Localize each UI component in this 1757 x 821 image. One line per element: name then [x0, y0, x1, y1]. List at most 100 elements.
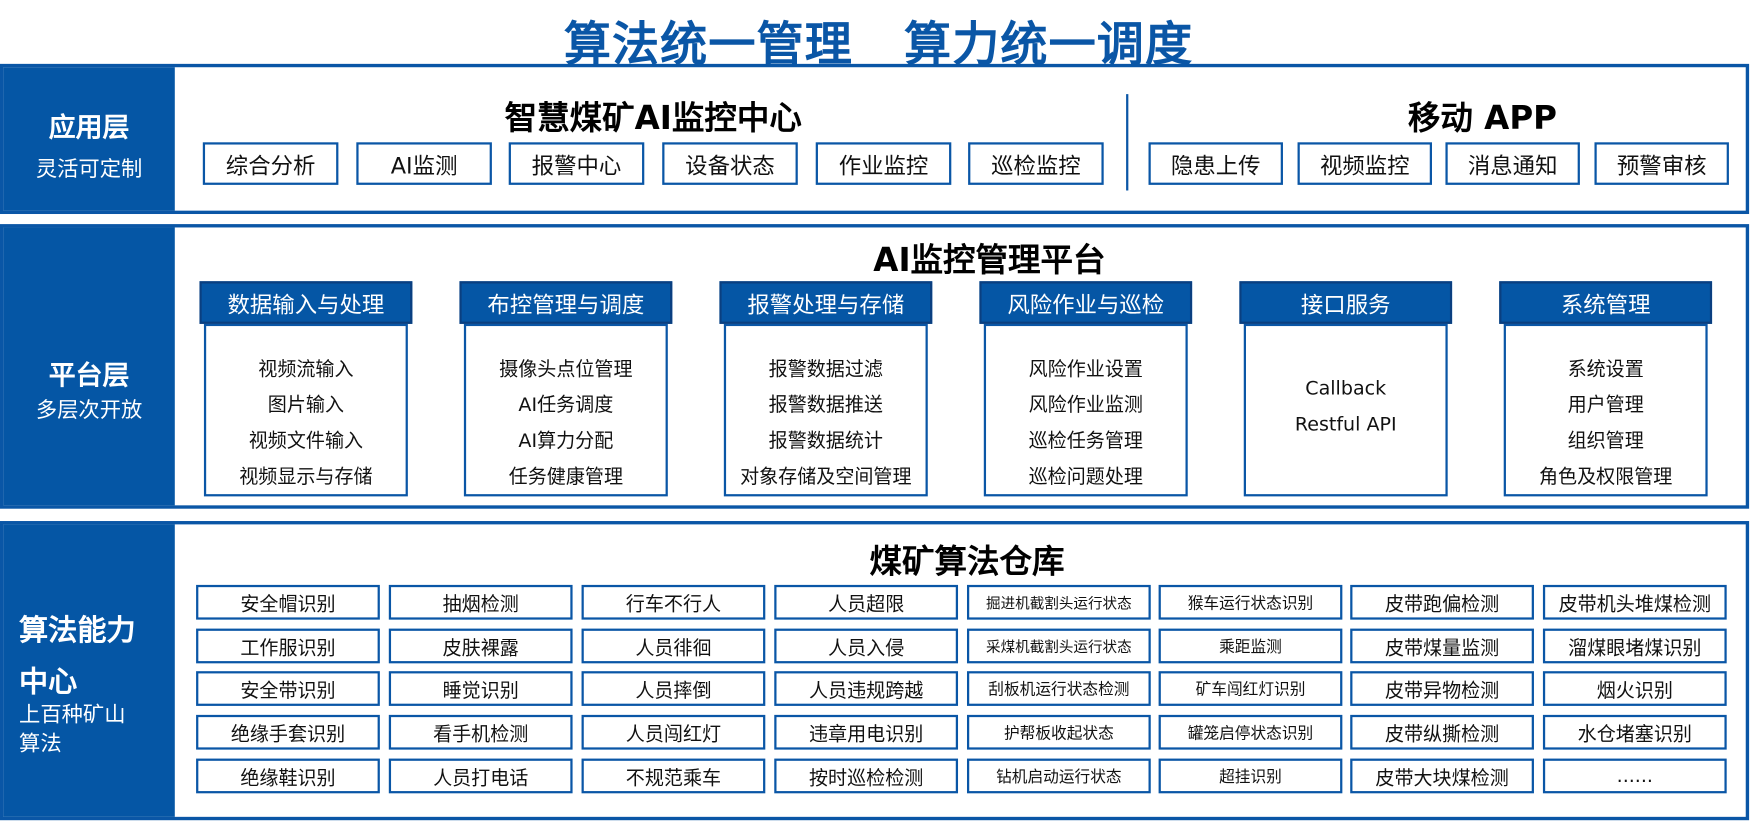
module-header: 报警处理与存储 — [719, 281, 933, 324]
algorithm-layer-sublabel-2: 算法 — [19, 731, 62, 757]
mobile-module-button[interactable]: 隐患上传 — [1148, 142, 1283, 185]
algorithm-cell: 皮肤裸露 — [388, 628, 573, 664]
platform-layer-sublabel: 多层次开放 — [35, 397, 143, 423]
module-item: 对象存储及空间管理 — [740, 466, 912, 489]
algorithm-cell: 皮带机头堆煤检测 — [1542, 584, 1727, 620]
algorithm-cell: 皮带异物检测 — [1350, 671, 1534, 706]
module-header: 数据输入与处理 — [199, 281, 413, 324]
algorithm-cell: 看手机检测 — [388, 714, 573, 750]
algorithm-cell: 钻机启动运行状态 — [966, 758, 1151, 794]
app-layer-sidebar: 应用层 灵活可定制 — [3, 67, 175, 211]
module-box: 视频流输入图片输入视频文件输入视频显示与存储 — [203, 323, 408, 497]
algorithm-cell: 乘距监测 — [1158, 628, 1343, 664]
algorithm-layer-label-1: 算法能力 — [19, 614, 136, 648]
module-item: AI算力分配 — [518, 430, 614, 453]
module-item: 风险作业设置 — [1028, 358, 1143, 381]
algorithm-cell: 皮带煤量监测 — [1350, 628, 1534, 664]
module-item: AI任务调度 — [518, 394, 614, 417]
algorithm-cell: 溜煤眼堵煤识别 — [1542, 628, 1727, 664]
mobile-module-button[interactable]: 消息通知 — [1445, 142, 1580, 185]
algorithm-cell: 行车不行人 — [581, 584, 766, 620]
algorithm-cell: 掘进机截割头运行状态 — [966, 584, 1151, 620]
algorithm-cell: 人员超限 — [774, 584, 959, 620]
app-module-button[interactable]: 报警中心 — [508, 142, 645, 185]
module-box: 摄像头点位管理 AI任务调度 AI算力分配任务健康管理 — [463, 323, 668, 497]
module-item: 巡检任务管理 — [1028, 430, 1143, 453]
app-module-button[interactable]: 设备状态 — [662, 142, 798, 185]
algorithm-cell: 绝缘手套识别 — [196, 714, 380, 750]
module-box: 系统设置用户管理组织管理角色及权限管理 — [1503, 323, 1708, 497]
algorithm-cell: 烟火识别 — [1542, 671, 1727, 706]
module-item: Restful API — [1294, 413, 1397, 436]
app-layer-label: 应用层 — [48, 112, 130, 144]
app-layer-section: 应用层 灵活可定制 智慧煤矿AI监控中心 移动 APP 综合分析 AI监测报警中心… — [0, 63, 1750, 215]
algorithm-cell: 人员摔倒 — [581, 671, 766, 706]
module-item: 图片输入 — [267, 394, 344, 417]
algorithm-layer-section: 算法能力 中心 上百种矿山 算法 煤矿算法仓库 安全帽识别抽烟检测行车不行人人员… — [0, 521, 1750, 821]
algorithm-cell: 违章用电识别 — [774, 714, 959, 750]
app-center-title: 智慧煤矿AI监控中心 — [504, 98, 802, 137]
algorithm-cell: 人员入侵 — [774, 628, 959, 664]
module-item: 系统设置 — [1567, 358, 1644, 381]
algorithm-cell: 猴车运行状态识别 — [1158, 584, 1343, 620]
algorithm-cell: 水仓堵塞识别 — [1542, 714, 1727, 750]
module-item: Callback — [1305, 377, 1387, 401]
module-item: 报警数据推送 — [768, 394, 883, 417]
app-module-button[interactable]: 作业监控 — [815, 142, 952, 185]
mobile-app-title: 移动 APP — [1407, 98, 1557, 137]
module-box: 报警数据过滤报警数据推送报警数据统计对象存储及空间管理 — [723, 323, 928, 497]
algorithm-cell: 刮板机运行状态检测 — [966, 671, 1151, 706]
algorithm-cell: 罐笼启停状态识别 — [1158, 714, 1343, 750]
algorithm-cell: 皮带大块煤检测 — [1350, 758, 1534, 794]
module-item: 摄像头点位管理 — [499, 358, 633, 381]
algorithm-cell: 矿车闯红灯识别 — [1158, 671, 1343, 706]
module-header: 风险作业与巡检 — [979, 281, 1193, 324]
module-item: 视频文件输入 — [248, 430, 364, 453]
module-item: 报警数据过滤 — [768, 358, 883, 381]
mobile-module-button[interactable]: 预警审核 — [1594, 142, 1729, 185]
algorithm-cell: 按时巡检检测 — [774, 758, 959, 794]
page-title: 算法统一管理 算力统一调度 — [563, 16, 1194, 72]
module-item: 视频流输入 — [258, 358, 354, 381]
module-header: 布控管理与调度 — [459, 281, 673, 324]
algorithm-cell: 工作服识别 — [196, 628, 380, 664]
module-item: 角色及权限管理 — [1539, 466, 1673, 489]
app-module-button[interactable]: 巡检监控 — [968, 142, 1104, 185]
algorithm-cell: 绝缘鞋识别 — [196, 758, 380, 794]
module-item: 风险作业监测 — [1028, 394, 1143, 417]
algorithm-cell: 睡觉识别 — [388, 671, 573, 706]
algorithm-cell: 皮带跑偏检测 — [1350, 584, 1534, 620]
app-module-button[interactable]: AI监测 — [356, 142, 492, 185]
module-item: 报警数据统计 — [768, 430, 883, 453]
algorithm-cell: 人员闯红灯 — [581, 714, 766, 750]
algorithm-cell: 抽烟检测 — [388, 584, 573, 620]
algorithm-cell: 安全带识别 — [196, 671, 380, 706]
algorithm-warehouse-title: 煤矿算法仓库 — [869, 542, 1065, 581]
module-item: 视频显示与存储 — [239, 466, 373, 489]
algorithm-cell: 人员徘徊 — [581, 628, 766, 664]
app-layer-sublabel: 灵活可定制 — [35, 156, 143, 182]
app-divider — [1126, 94, 1129, 191]
algorithm-cell: 不规范乘车 — [581, 758, 766, 794]
module-item: 任务健康管理 — [508, 466, 623, 489]
algorithm-cell: 安全帽识别 — [196, 584, 380, 620]
algorithm-layer-sidebar: 算法能力 中心 上百种矿山 算法 — [3, 524, 175, 817]
module-box: 风险作业设置风险作业监测巡检任务管理巡检问题处理 — [983, 323, 1188, 497]
mobile-module-button[interactable]: 视频监控 — [1297, 142, 1432, 185]
platform-layer-sidebar: 平台层 多层次开放 — [3, 227, 175, 506]
algorithm-cell: ...... — [1542, 758, 1727, 794]
algorithm-cell: 人员打电话 — [388, 758, 573, 794]
algorithm-cell: 皮带纵撕检测 — [1350, 714, 1534, 750]
algorithm-layer-label-2: 中心 — [19, 665, 78, 700]
algorithm-cell: 护帮板收起状态 — [966, 714, 1151, 750]
platform-layer-section: 平台层 多层次开放 AI监控管理平台 视频流输入图片输入视频文件输入视频显示与存… — [0, 224, 1750, 509]
platform-layer-label: 平台层 — [48, 359, 130, 392]
algorithm-layer-sublabel-1: 上百种矿山 — [19, 702, 126, 728]
module-header: 接口服务 — [1239, 281, 1453, 324]
module-item: 组织管理 — [1567, 430, 1644, 453]
app-module-button[interactable]: 综合分析 — [202, 142, 339, 185]
platform-title: AI监控管理平台 — [873, 240, 1106, 280]
module-header: 系统管理 — [1499, 281, 1713, 324]
module-item: 巡检问题处理 — [1028, 466, 1143, 489]
